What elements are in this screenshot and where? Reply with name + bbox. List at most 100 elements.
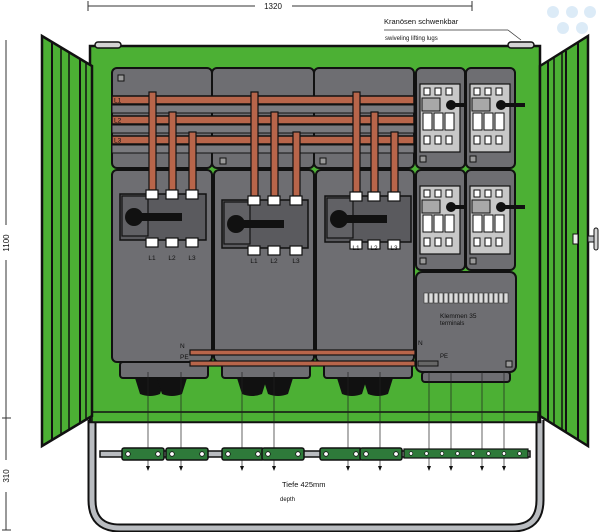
rcd-terminal-top [445,189,453,198]
mounting-hole-icon [501,451,507,456]
socket-blocks [121,447,529,461]
terminal-block [483,292,489,304]
cable-gland [337,378,367,396]
rcd-test-window [471,97,491,112]
mounting-hole-icon [470,451,476,456]
terminals-label-de: Klemmen 35 [440,313,477,320]
rcd-toggle-lever [451,103,475,107]
terminal-top [247,195,261,206]
dropper-l3 [292,131,301,197]
arrow-head-icon [480,466,484,471]
rcd-terminal-bottom [484,237,492,247]
socket-block-4 [261,447,305,461]
pole-label: L3 [390,245,398,252]
terminal-block [453,292,459,304]
dropper-l1 [250,91,259,197]
terminal-bottom [367,239,381,250]
rcd-terminal-bottom [484,135,492,145]
mounting-hole-icon [363,451,369,457]
socket-block-3 [221,447,265,461]
terminal-top [387,191,401,202]
terminal-top [267,195,281,206]
mounting-hole-icon [455,451,460,456]
terminal-top [165,189,179,200]
earth-label-right: PE [440,354,448,360]
terminal-block [448,292,454,304]
pole-label: L1 [250,258,258,265]
pole-label: L1 [148,255,156,262]
lifting-lug-right [507,41,535,49]
mounting-hole-icon [353,451,359,457]
mounting-hole-icon [295,451,301,457]
handle-shaft [134,213,182,221]
rcd-terminal-bottom [445,237,453,247]
terminal-top [185,189,199,200]
rcd-module-4 [465,169,525,271]
terminal-block [438,292,444,304]
arrow-head-icon [240,466,244,471]
arrow-head-icon [502,466,506,471]
dropper-l1 [352,91,361,193]
width-dimension: 1320 [87,1,473,11]
terminal-top [289,195,303,206]
rcd-terminal-bottom [473,237,481,247]
neutral-label-right: N [418,340,423,347]
rcd-test-window [471,199,491,214]
terminal-bottom [247,245,261,256]
socket-plate [403,448,529,459]
mounting-hole-icon [225,451,231,457]
dropper-l2 [370,111,379,193]
rcd-window [433,214,444,233]
cable-gland [135,378,165,396]
busbar-insulator [111,144,415,154]
lifting-lugs-label-en: swiveling lifting lugs [385,36,438,42]
dropper-l1 [148,91,157,191]
mounting-hole-icon [408,451,414,456]
rcd-window [433,112,444,131]
rcd-window [494,214,505,233]
rcd-terminal-bottom [445,135,453,145]
dropper-l3 [188,131,197,191]
terminal-bottom [165,237,179,248]
arrow-head-icon [449,466,453,471]
socket-block-5 [319,447,363,461]
cable-gland [237,378,267,396]
mounting-hole-icon [517,451,522,456]
pole-label: L2 [270,258,278,265]
depth-label-de: Tiefe 425mm [282,480,326,489]
terminal-block [498,292,504,304]
door-handle[interactable] [572,227,599,251]
socket-block-1 [121,447,165,461]
terminal-block [443,292,449,304]
dropper-l2 [168,111,177,191]
base-frame [87,420,545,532]
rcd-terminal-bottom [495,237,503,247]
right-door[interactable] [538,33,599,449]
terminal-top [367,191,381,202]
terminal-block [458,292,464,304]
rcd-toggle-lever [451,205,475,209]
mounting-hole-icon [486,451,491,456]
socket-block-6 [359,447,403,461]
mounting-hole-icon [439,451,445,456]
terminal-block [468,292,474,304]
pole-label: L1 [352,245,360,252]
left-door[interactable] [40,33,94,449]
rcd-window [494,112,505,131]
arrow-head-icon [179,466,183,471]
mounting-hole-icon [393,451,399,457]
rcd-toggle-lever [501,205,525,209]
rcd-module-2 [465,67,525,169]
cable-gland [263,378,293,396]
mounting-hole-icon [199,451,205,457]
mounting-hole-icon [265,451,271,457]
cable-glands [135,378,393,396]
screw-icon [505,360,513,368]
socket-mounting-rail [99,450,531,458]
rcd-terminal-bottom [423,135,431,145]
rcd-terminal-bottom [434,237,442,247]
